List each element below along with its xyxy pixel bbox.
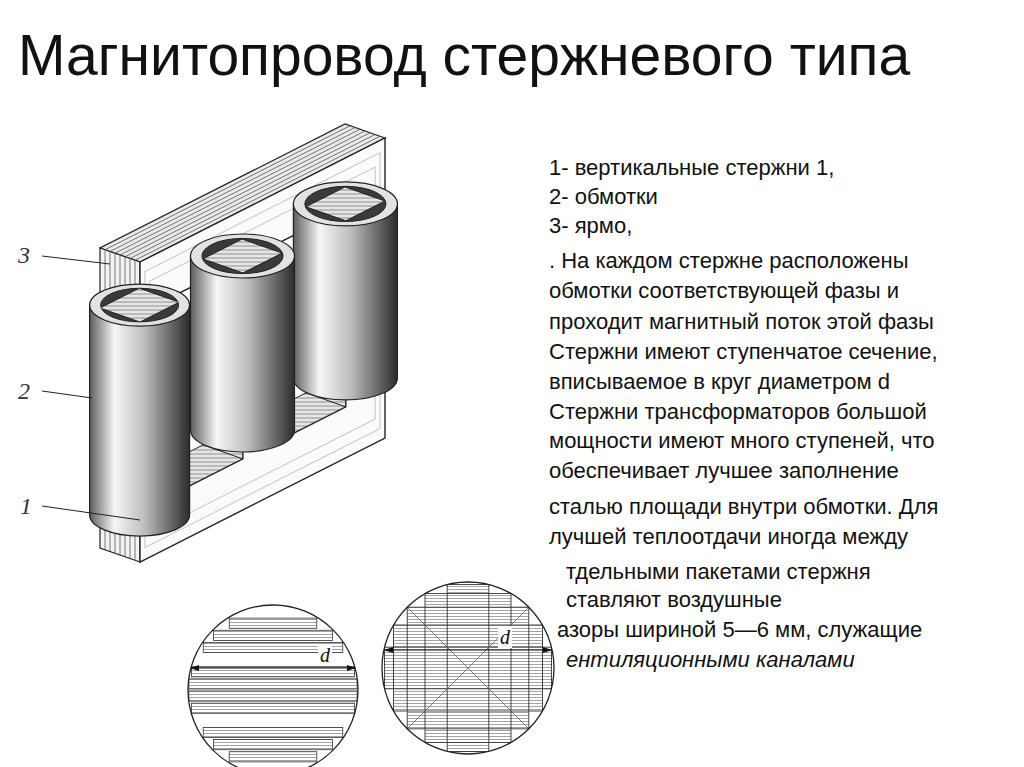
leg-section: [203, 239, 282, 273]
winding-top: [293, 182, 397, 226]
leader-line: [42, 391, 92, 398]
steel-packet: [192, 667, 355, 677]
leader-line: [42, 256, 110, 264]
description-text: ентиляционными каналами: [566, 647, 855, 673]
description-text: тдельными пакетами стержня: [566, 559, 871, 585]
winding-body: [191, 256, 295, 452]
steel-packet: [203, 727, 343, 737]
steel-packet: [192, 703, 355, 713]
steel-packet: [229, 618, 317, 628]
steel-packet: [189, 691, 357, 701]
description-text: азоры шириной 5—6 мм, служащие: [557, 617, 922, 643]
winding-body: [293, 204, 397, 400]
callout-number: 3: [18, 242, 30, 268]
description-text: Стержни имеют ступенчатое сечение,: [549, 339, 938, 365]
steel-packet: [189, 679, 357, 689]
leader-line: [42, 506, 140, 520]
leg-section: [100, 288, 179, 322]
steel-packet: [214, 630, 333, 640]
leg-section: [306, 187, 385, 221]
stepped-section: [189, 618, 357, 762]
steel-packet: [214, 740, 333, 750]
slide-title: Магнитопровод стержневого типа: [18, 22, 910, 88]
steel-packet: [273, 764, 274, 767]
winding-top: [90, 284, 190, 326]
dimension-line: [191, 668, 355, 669]
winding-body: [90, 305, 190, 536]
description-text: . На каждом стержне расположены: [549, 248, 908, 274]
hatch-line: [407, 607, 529, 729]
description-text: сталью площади внутри обмотки. Для: [549, 494, 938, 520]
description-text: 2- обмотки: [549, 184, 658, 210]
description-text: 3- ярмо,: [549, 213, 632, 239]
winding-bore: [305, 186, 386, 221]
dimension-label: d: [498, 626, 512, 648]
section-circle: [188, 605, 358, 767]
dimension-label: d: [318, 644, 332, 666]
description-text: ставляют воздушные: [566, 587, 782, 613]
section-circle: [382, 582, 554, 754]
steel-packet: [229, 752, 317, 762]
steel-packet: [273, 606, 274, 616]
callout-number: 2: [18, 378, 30, 404]
winding-bore: [202, 238, 283, 273]
description-text: обеспечивает лучшее заполнение: [549, 458, 899, 484]
description-text: проходит магнитный поток этой фазы: [549, 309, 934, 335]
description-text: обмотки соответствующей фазы и: [549, 278, 899, 304]
description-text: вписываемое в круг диаметром d: [549, 369, 890, 395]
winding-top: [191, 234, 295, 278]
description-text: лучшей теплоотдачи иногда между: [549, 524, 908, 550]
hatch-line: [407, 607, 529, 729]
winding-bore: [101, 288, 179, 322]
callout-number: 1: [20, 493, 32, 519]
description-text: Стержни трансформаторов большой: [549, 399, 927, 425]
description-text: 1- вертикальные стержни 1,: [549, 155, 834, 181]
dimension-line: [385, 650, 551, 651]
description-text: мощности имеют много ступеней, что: [549, 428, 934, 454]
